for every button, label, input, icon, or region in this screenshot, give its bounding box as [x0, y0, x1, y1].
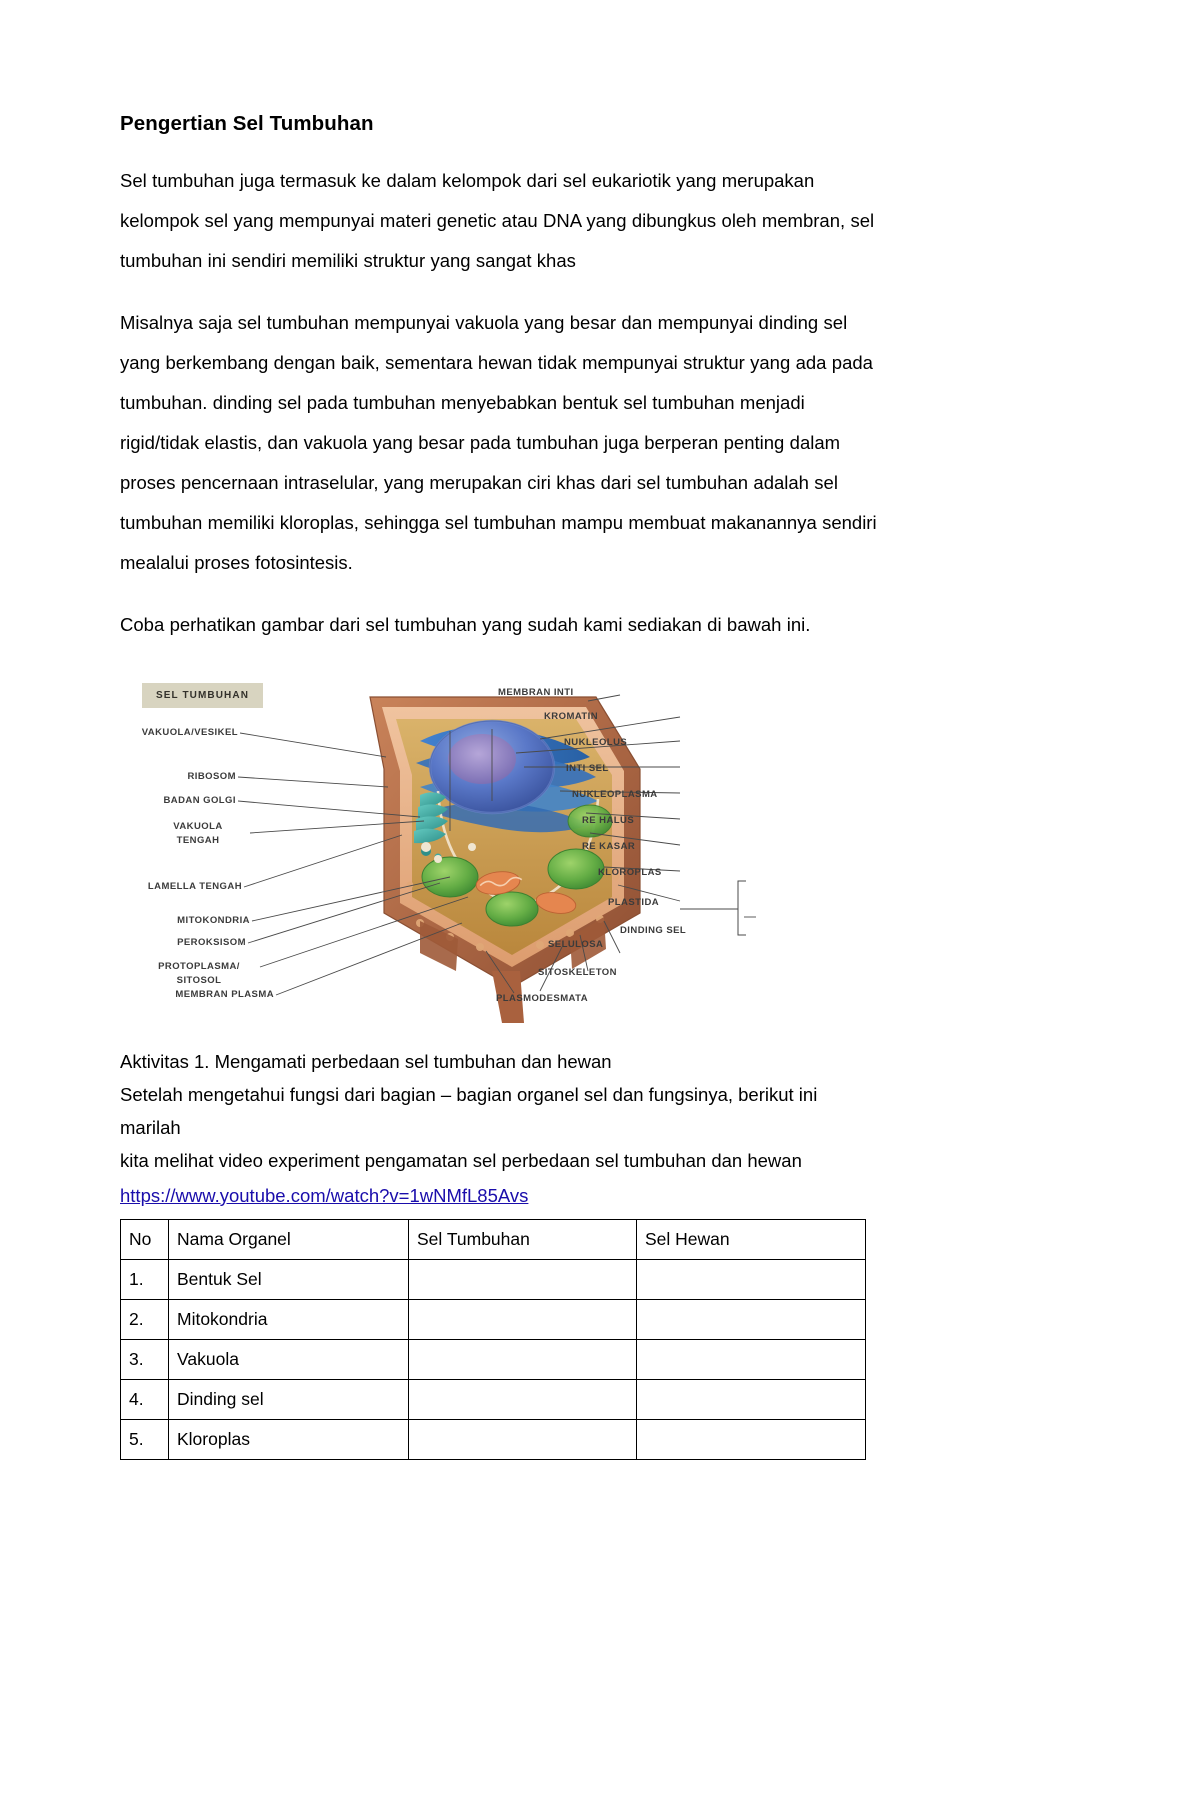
figure-label-sitosol: SITOSOL: [176, 974, 222, 986]
figure-label-sitoskeleton: SITOSKELETON: [538, 966, 617, 978]
activity-section: Aktivitas 1. Mengamati perbedaan sel tum…: [120, 1045, 880, 1212]
figure-label-selulosa: SELULOSA: [548, 938, 604, 950]
cell-hewan[interactable]: [636, 1378, 866, 1420]
cell-organel: Dinding sel: [168, 1378, 409, 1420]
table-row: 5. Kloroplas: [120, 1418, 866, 1460]
table-row: 3. Vakuola: [120, 1338, 866, 1380]
figure-label-ribosom: RIBOSOM: [187, 770, 236, 782]
cell-organel: Vakuola: [168, 1338, 409, 1380]
figure-badge: SEL TUMBUHAN: [142, 682, 264, 708]
table-header-organel: Nama Organel: [168, 1218, 409, 1260]
cell-tumbuhan[interactable]: [408, 1258, 637, 1300]
cell-no: 3.: [120, 1338, 169, 1380]
figure-label-kloroplas: KLOROPLAS: [598, 866, 662, 878]
table-header-tumbuhan: Sel Tumbuhan: [408, 1218, 637, 1260]
activity-line-3: kita melihat video experiment pengamatan…: [120, 1149, 802, 1171]
cell-hewan[interactable]: [636, 1298, 866, 1340]
figure-label-inti-sel: INTI SEL: [566, 762, 609, 774]
figure-label-badan-golgi: BADAN GOLGI: [163, 794, 236, 806]
figure-label-membran-inti: MEMBRAN INTI: [498, 686, 574, 698]
cell-hewan[interactable]: [636, 1338, 866, 1380]
figure-label-protoplasma: PROTOPLASMA/: [158, 960, 240, 972]
figure-label-nukleolus: NUKLEOLUS: [564, 736, 628, 748]
organel-comparison-table: No Nama Organel Sel Tumbuhan Sel Hewan 1…: [120, 1218, 866, 1460]
youtube-link[interactable]: https://www.youtube.com/watch?v=1wNMfL85…: [120, 1184, 529, 1206]
paragraph-2: Misalnya saja sel tumbuhan mempunyai vak…: [120, 311, 877, 573]
cell-tumbuhan[interactable]: [408, 1418, 637, 1460]
figure-label-vakuola-tengah-2: TENGAH: [176, 834, 220, 846]
table-row: 1. Bentuk Sel: [120, 1258, 866, 1300]
cell-tumbuhan[interactable]: [408, 1338, 637, 1380]
figure-label-vakuola-vesikel: VAKUOLA/VESIKEL: [141, 726, 238, 738]
cell-hewan[interactable]: [636, 1418, 866, 1460]
paragraph-3: Coba perhatikan gambar dari sel tumbuhan…: [120, 613, 811, 635]
paragraph-1: Sel tumbuhan juga termasuk ke dalam kelo…: [120, 169, 875, 271]
table-row: 2. Mitokondria: [120, 1298, 866, 1340]
table-header-hewan: Sel Hewan: [636, 1218, 866, 1260]
figure-label-plasmodesmata: PLASMODESMATA: [495, 992, 589, 1004]
cell-organel: Bentuk Sel: [168, 1258, 409, 1300]
figure-label-membran-plasma: MEMBRAN PLASMA: [175, 988, 274, 1000]
figure-label-mitokondria: MITOKONDRIA: [177, 914, 250, 926]
document-content: Pengertian Sel Tumbuhan Sel tumbuhan jug…: [120, 112, 880, 1460]
plant-cell-diagram: SEL TUMBUHAN VAKUOLA/VESIKEL RIBOSOM BAD…: [120, 671, 880, 1031]
cell-no: 1.: [120, 1258, 169, 1300]
cell-organel: Kloroplas: [168, 1418, 409, 1460]
figure-label-vakuola-tengah-1: VAKUOLA: [173, 820, 223, 832]
figure-label-plastida: PLASTIDA: [608, 896, 660, 908]
cell-no: 2.: [120, 1298, 169, 1340]
figure-label-re-kasar: RE KASAR: [582, 840, 636, 852]
table-header-row: No Nama Organel Sel Tumbuhan Sel Hewan: [120, 1218, 866, 1260]
plant-cell-figure: SEL TUMBUHAN VAKUOLA/VESIKEL RIBOSOM BAD…: [120, 671, 880, 1031]
table-row: 4. Dinding sel: [120, 1378, 866, 1420]
plant-cell-illustration: [237, 694, 756, 1023]
figure-label-dinding-sel: DINDING SEL: [620, 924, 687, 936]
cell-tumbuhan[interactable]: [408, 1378, 637, 1420]
figure-label-kromatin: KROMATIN: [544, 710, 599, 722]
figure-label-peroksisom: PEROKSISOM: [177, 936, 246, 948]
cell-no: 4.: [120, 1378, 169, 1420]
cell-no: 5.: [120, 1418, 169, 1460]
figure-label-nukleoplasma: NUKLEOPLASMA: [572, 788, 658, 800]
activity-line-2: Setelah mengetahui fungsi dari bagian – …: [120, 1083, 818, 1138]
cell-tumbuhan[interactable]: [408, 1298, 637, 1340]
activity-heading: Aktivitas 1. Mengamati perbedaan sel tum…: [120, 1050, 612, 1072]
figure-label-re-halus: RE HALUS: [582, 814, 635, 826]
cell-organel: Mitokondria: [168, 1298, 409, 1340]
table-header-no: No: [120, 1218, 169, 1260]
cell-hewan[interactable]: [636, 1258, 866, 1300]
page-title: Pengertian Sel Tumbuhan: [120, 112, 374, 135]
figure-label-lamella-tengah: LAMELLA TENGAH: [147, 880, 242, 892]
